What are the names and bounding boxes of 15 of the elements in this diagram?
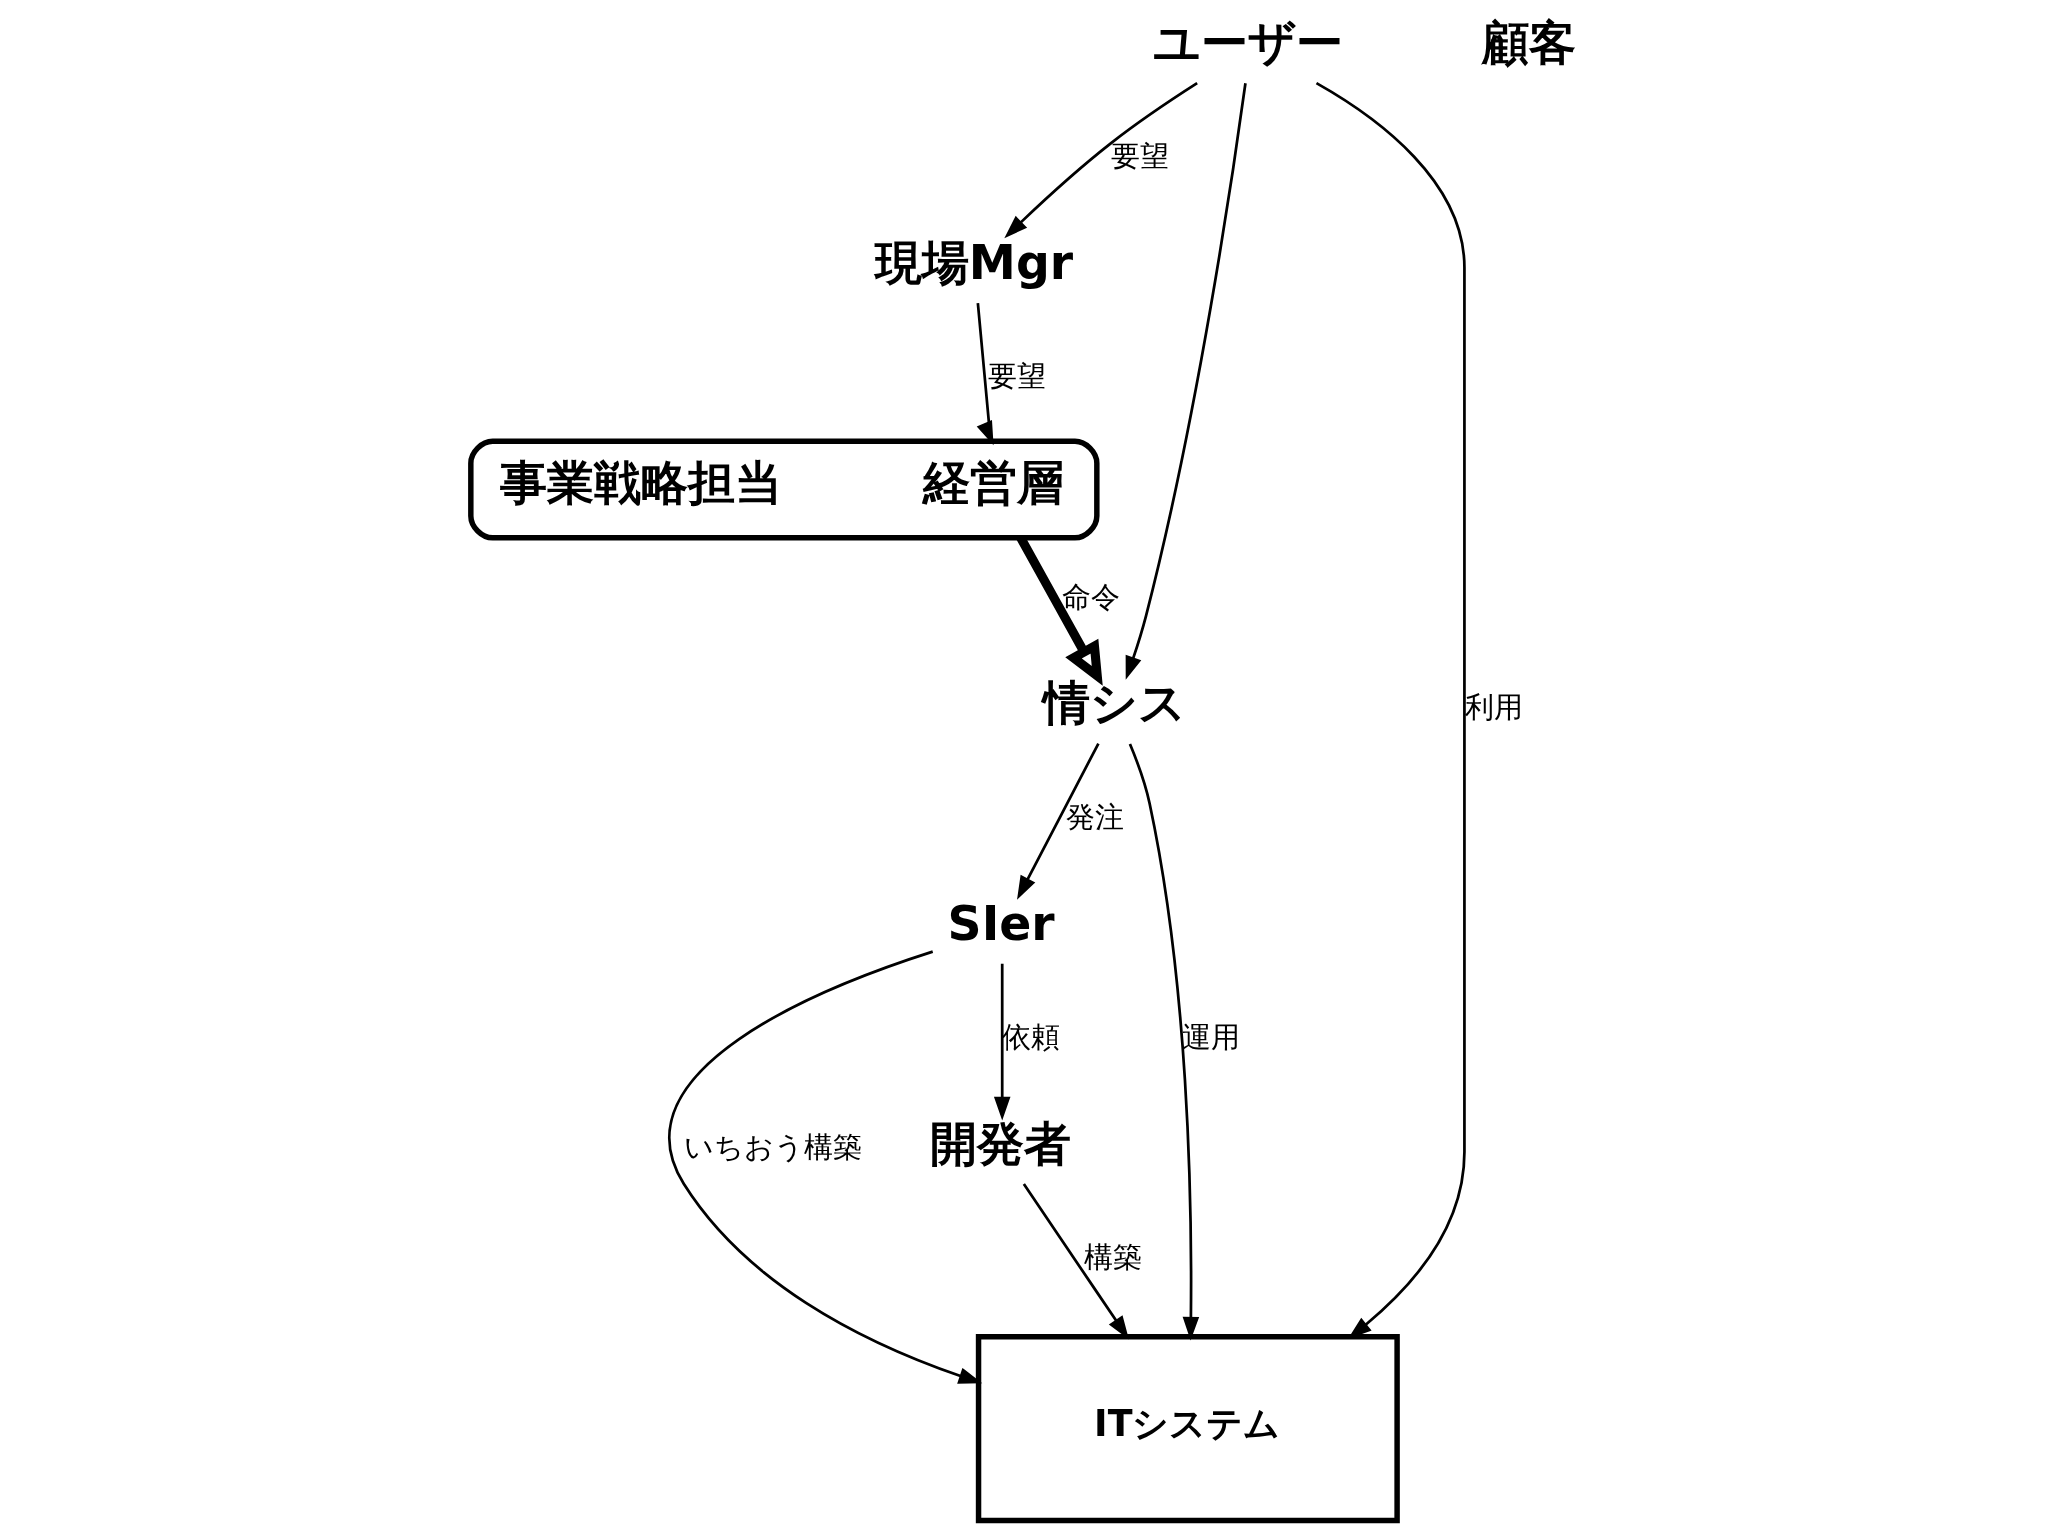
node-text: 開発者: [929, 1115, 1071, 1171]
node-text: 情シス: [1042, 675, 1186, 731]
node-text: 事業戦略担当: [499, 455, 782, 511]
edge-label: 構築: [1083, 1240, 1142, 1275]
node-text: ユーザー: [1152, 14, 1343, 70]
edge-label: 命令: [1061, 579, 1120, 614]
edge-label: 要望: [1111, 139, 1170, 174]
edge-label: 発注: [1065, 799, 1124, 834]
edge-label: 要望: [987, 359, 1046, 394]
edge-label: いちおう構築: [683, 1130, 862, 1165]
node-text: 経営層: [922, 455, 1064, 511]
node-text: SIer: [947, 895, 1055, 951]
node-text: 顧客: [1481, 14, 1576, 70]
node-text: 現場Mgr: [874, 235, 1073, 291]
edge-label: 運用: [1181, 1019, 1240, 1054]
